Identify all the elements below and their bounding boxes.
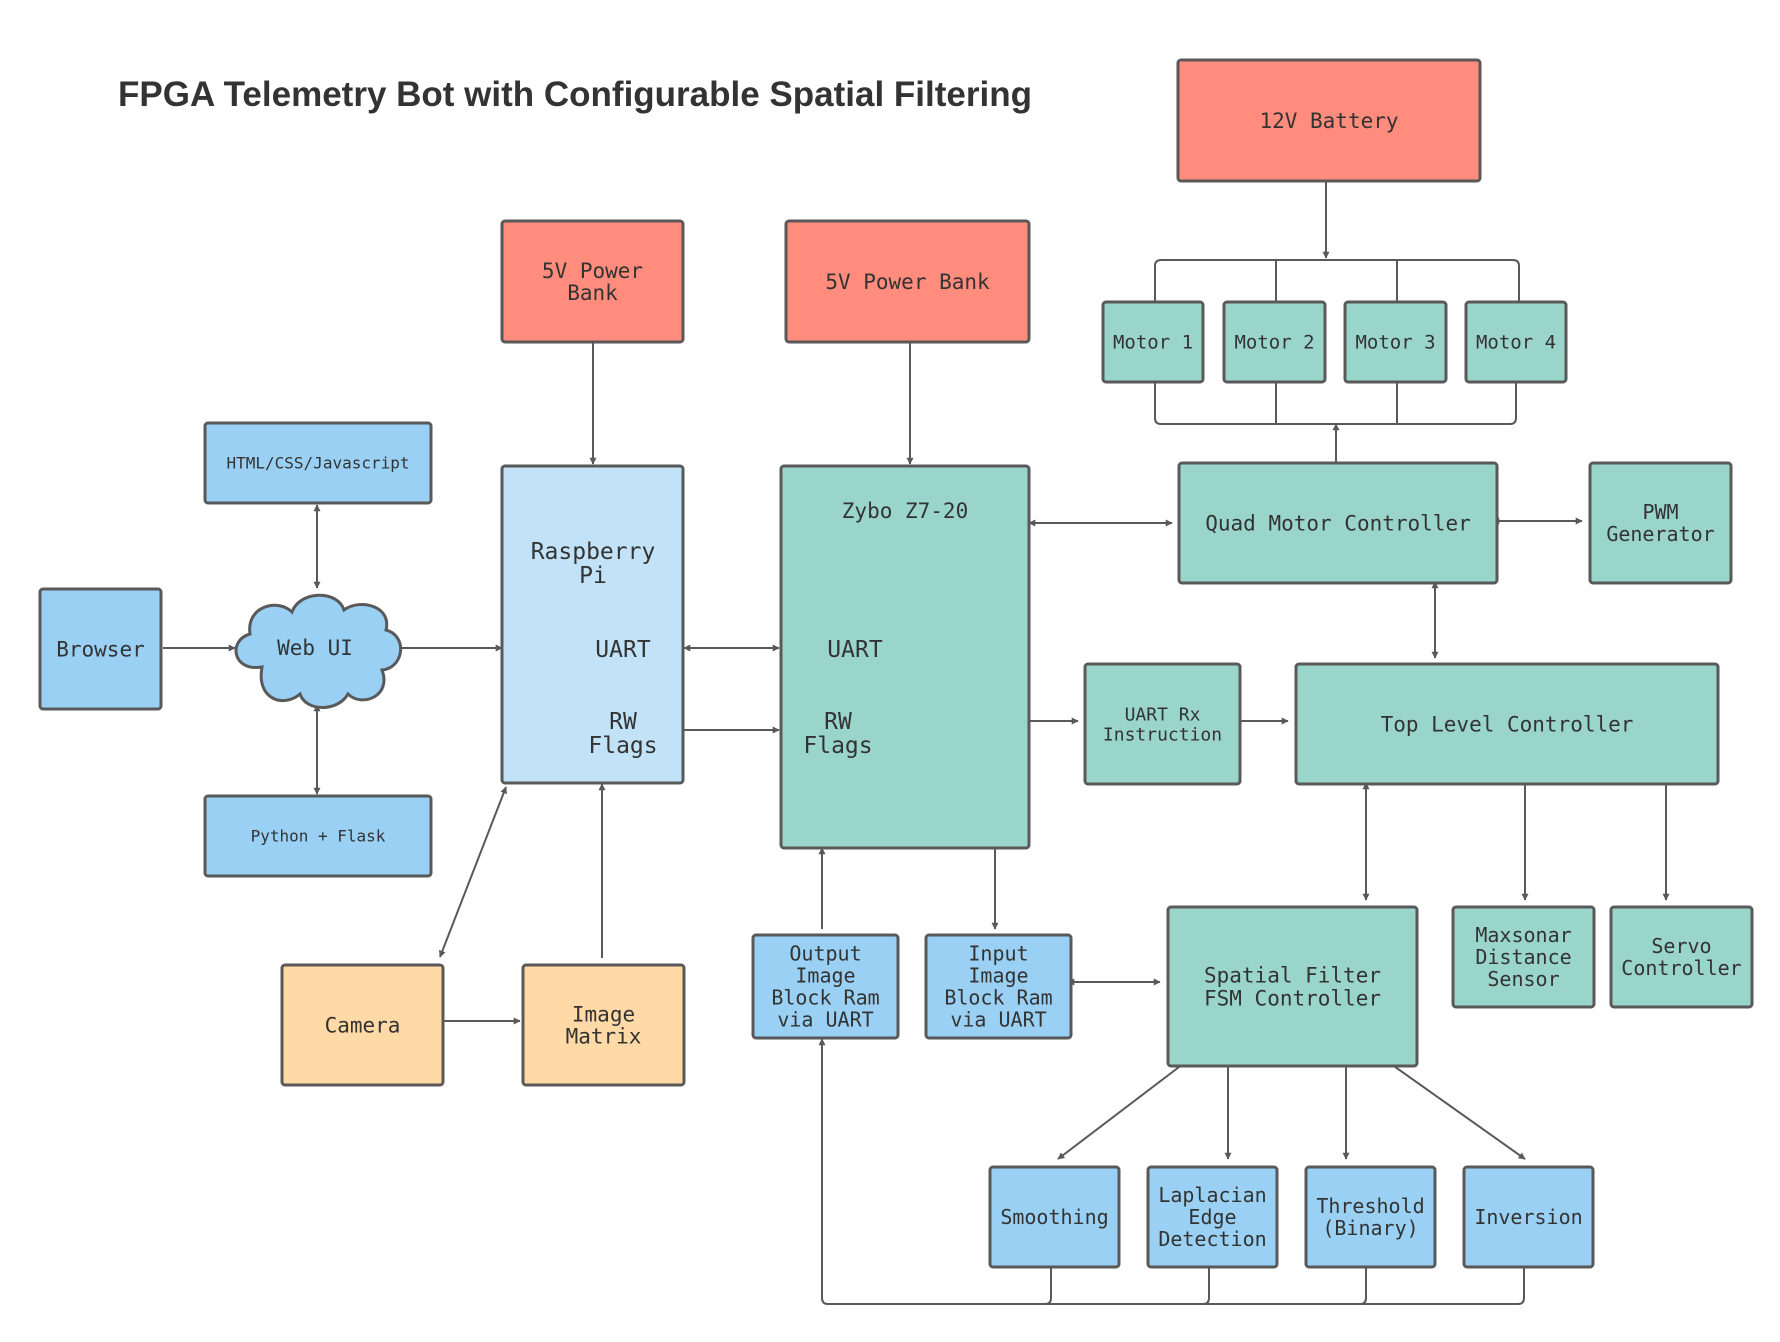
- raspberry-pi-name-label: Pi: [579, 563, 607, 589]
- input-image-ram-label: Image: [968, 964, 1028, 988]
- web-ui-cloud: Web UI: [234, 593, 403, 709]
- motor-power-bus: [1154, 259, 1520, 302]
- raspberry-pi-rw-label: Flags: [588, 733, 657, 759]
- input-image-ram-label: Input: [968, 942, 1028, 966]
- laplacian-label: Laplacian: [1158, 1183, 1266, 1207]
- maxsonar-label: Maxsonar: [1475, 923, 1571, 947]
- servo-controller-label: Servo: [1651, 934, 1711, 958]
- python-flask-block: Python + Flask: [203, 794, 433, 878]
- motor-4-label: Motor 4: [1476, 332, 1556, 354]
- top-level-controller-label: Top Level Controller: [1381, 712, 1634, 736]
- arrow-sf-to-inversion: [1390, 1063, 1526, 1160]
- power-bank-zybo-block: 5V Power Bank: [784, 219, 1031, 344]
- pwm-generator-label: PWM: [1642, 500, 1678, 524]
- connectors: [163, 181, 1670, 1305]
- raspberry-pi-name-label: Raspberry: [531, 539, 656, 565]
- laplacian-label: Edge: [1188, 1205, 1236, 1229]
- laplacian-label: Detection: [1158, 1227, 1266, 1251]
- zybo-rw-label: Flags: [803, 733, 872, 759]
- arrow-filters-to-outputram: [818, 1038, 1525, 1305]
- web-ui-label: Web UI: [277, 636, 353, 660]
- image-matrix-label: Matrix: [566, 1024, 642, 1048]
- browser-label: Browser: [56, 637, 145, 661]
- uart-rx-instruction-label: Instruction: [1103, 724, 1222, 745]
- servo-controller-label: Controller: [1621, 956, 1741, 980]
- battery-12v-label: 12V Battery: [1259, 109, 1398, 133]
- raspberry-pi-rw-label: RW: [609, 709, 637, 735]
- arrow-sf-to-smoothing: [1057, 1063, 1184, 1160]
- threshold-return-tap: [1359, 1264, 1367, 1305]
- threshold-label: Threshold: [1316, 1194, 1424, 1218]
- battery-12v-block: 12V Battery: [1176, 58, 1482, 183]
- quad-motor-controller-block: Quad Motor Controller: [1177, 461, 1499, 585]
- spatial-filter-fsm-label: FSM Controller: [1204, 986, 1381, 1010]
- inversion-label: Inversion: [1474, 1205, 1582, 1229]
- zybo-uart-label: UART: [827, 637, 883, 663]
- motor-1-label: Motor 1: [1113, 332, 1193, 354]
- threshold-block: Threshold(Binary): [1304, 1165, 1437, 1269]
- pwm-generator-label: Generator: [1606, 522, 1714, 546]
- camera-block: Camera: [280, 963, 445, 1087]
- output-image-ram-label: Output: [789, 942, 861, 966]
- motor-3-label: Motor 3: [1355, 332, 1435, 354]
- camera-label: Camera: [325, 1013, 401, 1037]
- power-bank-pi-label: Bank: [567, 281, 618, 305]
- html-css-js-label: HTML/CSS/Javascript: [226, 454, 409, 473]
- maxsonar-label: Distance: [1475, 945, 1571, 969]
- motor-control-bus: [1154, 382, 1517, 425]
- arrow-camera-pi: [439, 786, 507, 958]
- input-image-ram-label: Block Ram: [944, 986, 1052, 1010]
- power-bank-pi-label: 5V Power: [542, 259, 643, 283]
- threshold-label: (Binary): [1322, 1216, 1418, 1240]
- image-matrix-label: Image: [572, 1002, 635, 1026]
- motor-1-block: Motor 1: [1101, 300, 1205, 384]
- output-image-ram-label: Image: [795, 964, 855, 988]
- zybo-rw-label: RW: [824, 709, 852, 735]
- inversion-block: Inversion: [1462, 1165, 1595, 1269]
- motor-3-block: Motor 3: [1343, 300, 1448, 384]
- spatial-filter-fsm-label: Spatial Filter: [1204, 963, 1381, 987]
- output-image-ram-label: via UART: [777, 1008, 873, 1032]
- zybo-name-label: Zybo Z7-20: [842, 499, 968, 523]
- maxsonar-label: Sensor: [1487, 967, 1559, 991]
- motor-4-block: Motor 4: [1464, 300, 1568, 384]
- power-bank-zybo-label: 5V Power Bank: [825, 270, 990, 294]
- smoothing-block: Smoothing: [988, 1165, 1121, 1269]
- browser-block: Browser: [38, 587, 163, 711]
- html-css-js-block: HTML/CSS/Javascript: [203, 421, 433, 505]
- smoothing-label: Smoothing: [1000, 1205, 1108, 1229]
- quad-motor-controller-label: Quad Motor Controller: [1205, 511, 1471, 535]
- diagram-title: FPGA Telemetry Bot with Configurable Spa…: [118, 75, 1032, 114]
- motor-2-label: Motor 2: [1234, 332, 1314, 354]
- motor-2-block: Motor 2: [1222, 300, 1327, 384]
- input-image-ram-label: via UART: [950, 1008, 1046, 1032]
- top-level-controller-block: Top Level Controller: [1294, 662, 1720, 786]
- output-image-ram-label: Block Ram: [771, 986, 879, 1010]
- laplacian-return-tap: [1202, 1264, 1210, 1305]
- smoothing-return-tap: [1044, 1264, 1052, 1305]
- python-flask-label: Python + Flask: [251, 827, 386, 846]
- raspberry-pi-uart-label: UART: [595, 637, 651, 663]
- uart-rx-instruction-label: UART Rx: [1125, 704, 1201, 725]
